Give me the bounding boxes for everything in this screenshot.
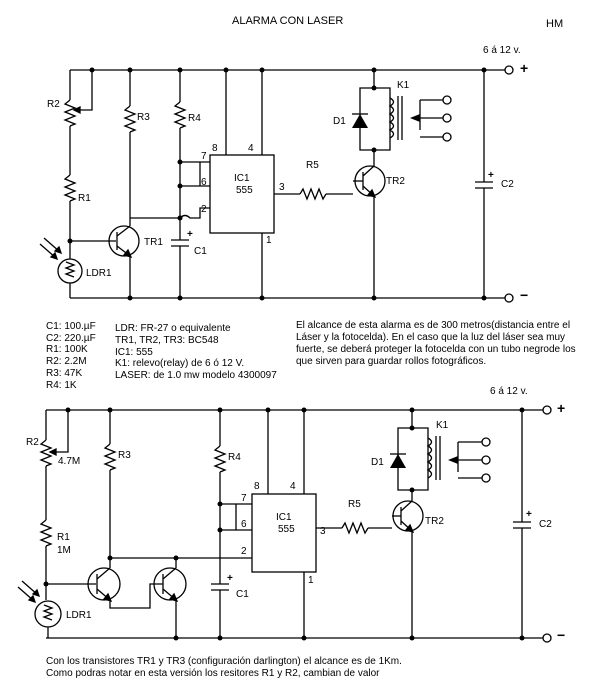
tr1-label: TR1 <box>144 237 163 248</box>
r4-resistor <box>173 101 187 129</box>
pin-2-v2: 2 <box>241 546 247 557</box>
r4-resistor-v2 <box>213 445 227 473</box>
pin-3-v2: 3 <box>320 526 326 537</box>
d1-label: D1 <box>333 116 346 127</box>
c2-label: C2 <box>501 179 514 190</box>
minus-sign: − <box>520 287 529 303</box>
d1-diode-v2 <box>390 454 406 468</box>
positive-terminal <box>504 65 514 75</box>
pin-8-v2: 8 <box>254 481 260 492</box>
c1-label-v2: C1 <box>236 589 249 600</box>
pin-6-v2: 6 <box>241 519 247 530</box>
supply-label: 6 á 12 v. <box>483 45 521 56</box>
r1-label: R1 <box>78 193 91 204</box>
c1-label: C1 <box>194 246 207 257</box>
plus-sign: + <box>520 60 529 76</box>
supply-label-v2: 6 á 12 v. <box>490 386 528 397</box>
r4-label-v2: R4 <box>228 452 241 463</box>
bom-item: R2: 2.2M <box>46 356 87 368</box>
pin-7-v2: 7 <box>241 493 247 504</box>
r4-label: R4 <box>188 113 201 124</box>
top-schematic <box>39 65 514 303</box>
pin-7: 7 <box>201 151 207 162</box>
c1-plus: + <box>187 229 193 240</box>
r2-resistor-v2 <box>39 439 53 467</box>
bom-item: K1: relevo(relay) de 6 ó 12 V. <box>115 358 245 370</box>
r2-label-v2: R2 <box>26 437 39 448</box>
tr2-label-v2: TR2 <box>425 516 444 527</box>
r1-resistor-v2 <box>39 519 53 547</box>
ic1-type: 555 <box>236 185 253 196</box>
ldr1-label-v2: LDR1 <box>66 610 92 621</box>
pin-4: 4 <box>248 143 254 154</box>
pin-2: 2 <box>201 204 207 215</box>
bom-right: LDR: FR-27 o equivalente TR1, TR2, TR3: … <box>115 323 277 382</box>
ldr1-sensor <box>57 258 83 284</box>
ic1-label-v2: IC1 <box>276 512 292 523</box>
bom-left: C1: 100.µF C2: 220.µF R1: 100K R2: 2.2M … <box>46 321 96 391</box>
footer-line: Como podras notar en esta versión los re… <box>46 668 380 679</box>
c2-plus-v2: + <box>526 509 532 520</box>
bom-item: R3: 47K <box>46 367 83 379</box>
c2-label-v2: C2 <box>539 519 552 530</box>
ic1-label: IC1 <box>234 173 250 184</box>
bom-item: LDR: FR-27 o equivalente <box>115 323 231 334</box>
k1-relay <box>388 97 395 139</box>
pin-3: 3 <box>279 182 285 193</box>
r5-resistor-v2 <box>341 521 369 535</box>
r2-label: R2 <box>47 99 60 110</box>
negative-terminal-v2 <box>542 633 552 643</box>
pin-4-v2: 4 <box>290 481 296 492</box>
author-initials: HM <box>546 18 564 30</box>
d1-label-v2: D1 <box>371 457 384 468</box>
minus-sign-v2: − <box>557 627 566 643</box>
c1-plus-v2: + <box>227 573 233 584</box>
r1-value: 1M <box>57 545 71 556</box>
pin-6: 6 <box>201 177 207 188</box>
footer-line: Con los transistores TR1 y TR3 (configur… <box>46 656 402 667</box>
r3-label: R3 <box>137 112 150 123</box>
d1-diode <box>352 114 368 128</box>
k1-label: K1 <box>397 80 410 91</box>
r5-label-v2: R5 <box>348 499 361 510</box>
r5-resistor <box>299 187 327 201</box>
k1-label-v2: K1 <box>436 420 449 431</box>
c2-plus: + <box>488 170 494 181</box>
bom-item: LASER: de 1.0 mw modelo 4300097 <box>115 370 277 382</box>
r3-label-v2: R3 <box>118 450 131 461</box>
ic1-555-v2 <box>251 493 317 573</box>
r5-label: R5 <box>306 160 319 171</box>
pin-1: 1 <box>266 235 272 246</box>
description-paragraph: El alcance de esta alarma es de 300 metr… <box>296 320 576 367</box>
r1-resistor <box>63 174 77 202</box>
r2-resistor <box>63 99 77 127</box>
ldr1-label: LDR1 <box>86 268 112 279</box>
bottom-schematic <box>17 405 552 643</box>
r3-resistor-v2 <box>103 443 117 471</box>
ldr1-sensor-v2 <box>34 600 62 628</box>
positive-terminal-v2 <box>542 405 552 415</box>
ic1-type-v2: 555 <box>278 524 295 535</box>
bom-item: TR1, TR2, TR3: BC548 <box>115 334 219 346</box>
pin-8: 8 <box>212 143 218 154</box>
page-title: ALARMA CON LASER <box>232 15 344 27</box>
r2-value: 4.7M <box>58 456 81 467</box>
tr2-label: TR2 <box>386 176 405 187</box>
bom-item: R4: 1K <box>46 379 77 391</box>
r3-resistor <box>123 105 137 133</box>
r1-label-v2: R1 <box>57 532 70 543</box>
bom-item: R1: 100K <box>46 344 88 356</box>
pin-1-v2: 1 <box>308 575 314 586</box>
bom-item: C1: 100.µF <box>46 321 96 332</box>
negative-terminal <box>504 293 514 303</box>
bom-item: C2: 220.µF <box>46 332 96 344</box>
k1-relay-v2 <box>426 437 433 479</box>
bom-item: IC1: 555 <box>115 346 153 358</box>
plus-sign-v2: + <box>557 400 566 416</box>
footer-notes: Con los transistores TR1 y TR3 (configur… <box>46 656 402 680</box>
